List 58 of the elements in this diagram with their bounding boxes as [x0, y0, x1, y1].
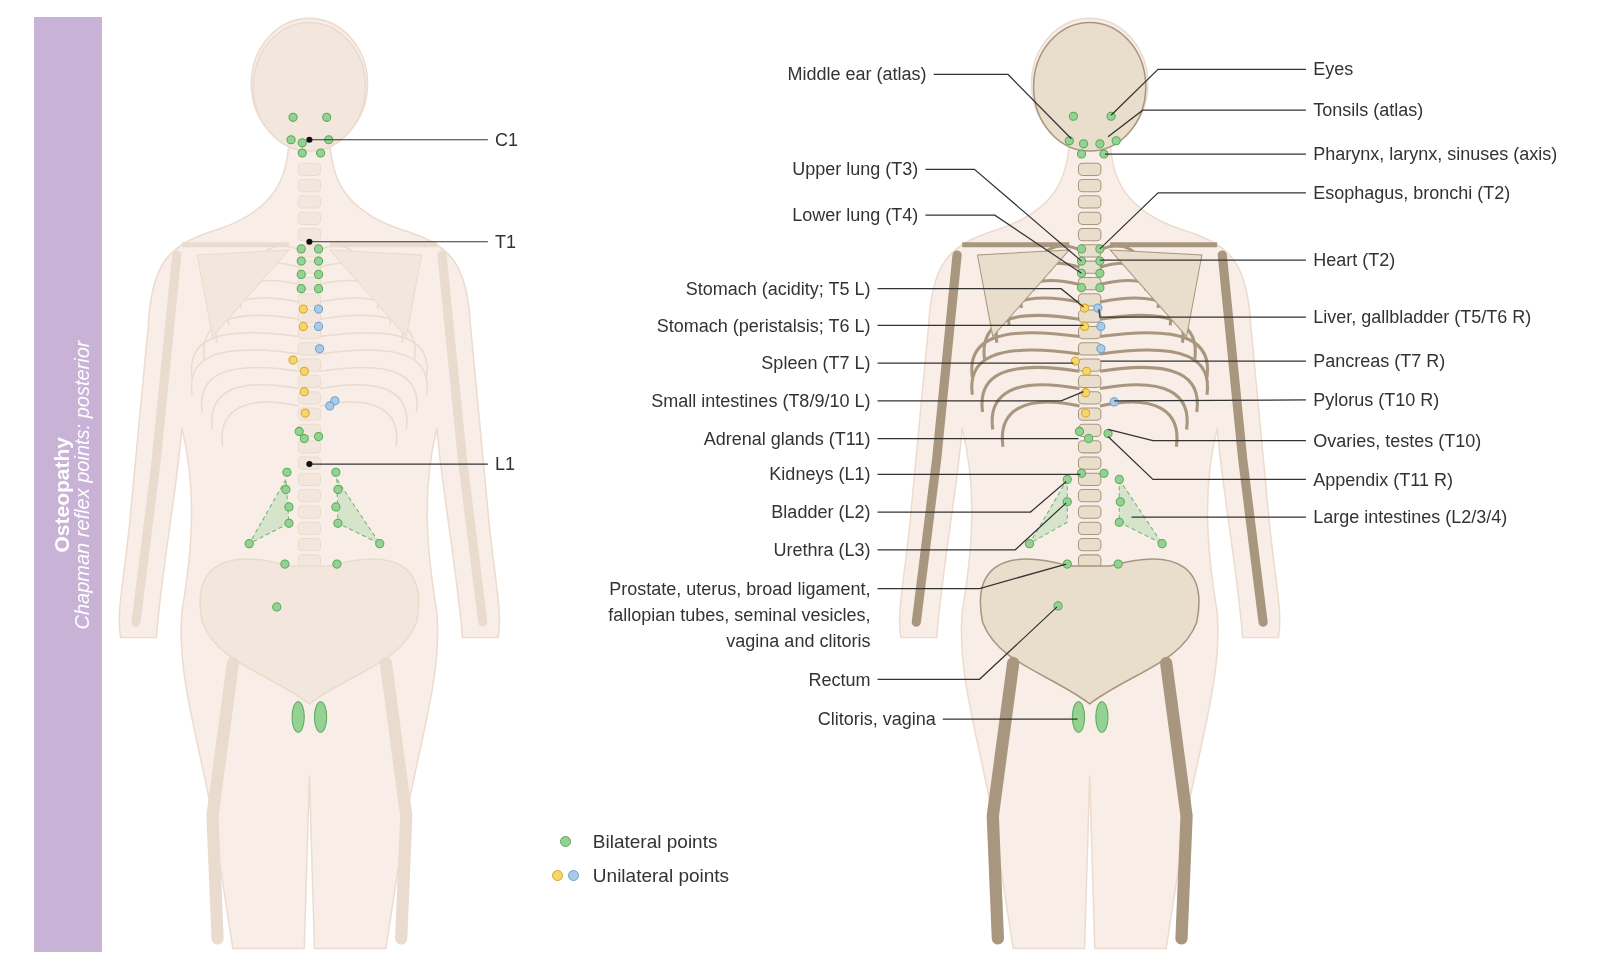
- organ-label: Adrenal glands (T11): [703, 425, 871, 452]
- leader-line: [876, 473, 1082, 475]
- leader-line: [1107, 428, 1307, 442]
- organ-label: Eyes: [1313, 56, 1354, 83]
- leader-line: [1110, 68, 1307, 116]
- leader-line: [876, 563, 1067, 590]
- leader-line: [306, 136, 489, 143]
- leader-line: [876, 391, 1085, 402]
- organ-label: Prostate, uterus, broad ligament, fallopian tubes, seminal vesicles, vagina and clitoris: [560, 575, 871, 654]
- organ-label: Urethra (L3): [773, 537, 871, 563]
- organ-label: Bladder (L2): [771, 499, 871, 526]
- organ-label: Kidneys (L1): [769, 461, 871, 488]
- legend-label: Bilateral points: [592, 829, 718, 854]
- legend-label: Unilateral points: [592, 863, 730, 888]
- leader-line: [876, 362, 1074, 364]
- leader-line: [1104, 153, 1307, 155]
- organ-label: Lower lung (T4): [792, 202, 919, 229]
- organ-label: Middle ear (atlas): [787, 61, 927, 88]
- organ-label: Stomach (acidity; T5 L): [685, 275, 871, 302]
- leader-line: [1099, 192, 1307, 250]
- leader-line: [876, 606, 1058, 680]
- leader-line: [1099, 259, 1307, 261]
- organ-label: L1: [494, 451, 515, 478]
- organ-label: Large intestines (L2/3/4): [1313, 504, 1508, 531]
- organ-label: Clitoris, vagina: [817, 706, 936, 733]
- organ-label: Pharynx, larynx, sinuses (axis): [1313, 141, 1558, 168]
- leader-line: [306, 461, 489, 468]
- leader-line: [876, 324, 1085, 326]
- organ-label: Pylorus (T10 R): [1313, 387, 1440, 413]
- organ-label: Rectum: [808, 666, 871, 693]
- leader-line: [876, 438, 1080, 440]
- organ-label: Liver, gallbladder (T5/T6 R): [1313, 304, 1532, 331]
- leader-line: [942, 718, 1079, 720]
- leader-line: [306, 238, 489, 245]
- leader-line: [1100, 360, 1307, 362]
- leader-line: [1107, 109, 1307, 138]
- organ-label: Tonsils (atlas): [1313, 97, 1424, 124]
- organ-label: Small intestines (T8/9/10 L): [651, 388, 871, 414]
- organ-label: Esophagus, bronchi (T2): [1313, 179, 1511, 206]
- organ-label: C1: [494, 126, 518, 153]
- organ-label: Appendix (T11 R): [1313, 466, 1453, 493]
- leader-line: [933, 73, 1072, 140]
- organ-label: Stomach (peristalsis; T6 L): [656, 312, 871, 339]
- leader-line: [924, 214, 1083, 274]
- leader-line: [1113, 399, 1307, 402]
- leader-line: [876, 480, 1067, 513]
- organ-label: Heart (T2): [1313, 247, 1396, 274]
- organ-label: Pancreas (T7 R): [1313, 348, 1446, 375]
- leader-line: [876, 288, 1085, 308]
- organ-label: T1: [494, 228, 516, 255]
- leader-line: [1107, 435, 1307, 480]
- organ-label: Upper lung (T3): [792, 156, 919, 183]
- organ-label: Spleen (T7 L): [761, 350, 871, 377]
- leader-line: [1130, 516, 1307, 518]
- leader-line: [876, 502, 1067, 551]
- leader-line: [1098, 308, 1307, 318]
- leader-line: [924, 168, 1083, 262]
- organ-label: Ovaries, testes (T10): [1313, 427, 1482, 454]
